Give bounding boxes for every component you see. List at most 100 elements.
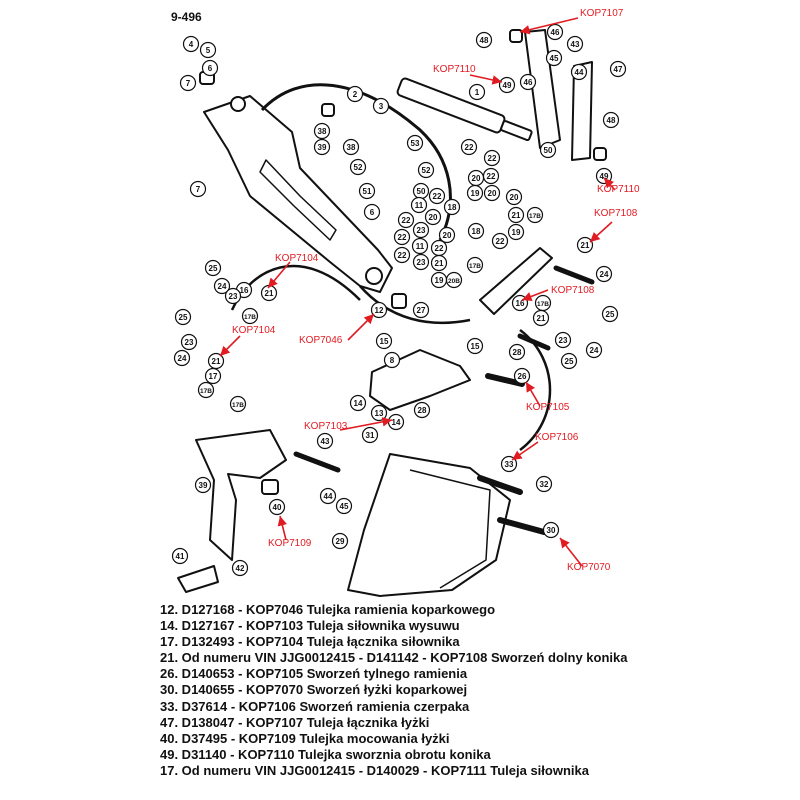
annotation-arrow — [559, 537, 583, 567]
callout-number: 20 — [429, 213, 438, 222]
callout-circle — [372, 97, 390, 115]
callout-number: 18 — [448, 203, 457, 212]
callout-number: 11 — [415, 201, 424, 210]
part-code-label: KOP7108 — [551, 285, 595, 296]
part-callout: 17B — [229, 395, 247, 413]
part-code-annotations: KOP7107KOP7110KOP7110KOP7108KOP7108KOP71… — [219, 8, 640, 573]
callout-number: 6 — [370, 208, 375, 217]
callout-number: 24 — [178, 354, 187, 363]
part-callout: 23 — [412, 221, 430, 239]
callout-circle — [335, 497, 353, 515]
annotation-arrow — [347, 313, 375, 341]
annotation-arrow — [511, 441, 539, 461]
callout-circle — [411, 237, 429, 255]
part-callout: 20 — [505, 188, 523, 206]
pin — [553, 265, 595, 285]
callout-circle — [412, 301, 430, 319]
annotation-arrow — [219, 335, 241, 357]
part-code-label: KOP7104 — [232, 325, 276, 336]
annotation-arrow — [267, 261, 291, 289]
callout-circle — [507, 206, 525, 224]
callout-circle — [173, 349, 191, 367]
annotation-arrow — [277, 515, 287, 541]
callout-number: 14 — [392, 418, 401, 427]
parts-drawing — [177, 29, 607, 597]
callout-number: 24 — [218, 282, 227, 291]
part-callout: 21 — [507, 206, 525, 224]
callout-circle — [585, 341, 603, 359]
callout-circle — [443, 198, 461, 216]
callout-number: 45 — [550, 54, 559, 63]
part-callout: 44 — [319, 487, 337, 505]
part-callout: 15 — [466, 337, 484, 355]
callout-number: 13 — [375, 409, 384, 418]
callout-circle — [498, 76, 516, 94]
callout-number: 15 — [471, 342, 480, 351]
part-callout: 48 — [475, 31, 493, 49]
callout-number: 40 — [273, 503, 282, 512]
callout-circle — [609, 60, 627, 78]
callout-number: 8 — [390, 356, 395, 365]
callout-circle — [466, 184, 484, 202]
callout-circle — [513, 367, 531, 385]
callout-circle — [397, 211, 415, 229]
part-callout: 20 — [467, 169, 485, 187]
parts-legend: 12. D127168 - KOP7046 Tulejka ramienia k… — [160, 602, 780, 779]
callout-number: 25 — [565, 357, 574, 366]
callout-number: 19 — [471, 189, 480, 198]
part-callout: 20 — [483, 184, 501, 202]
part-callout: 52 — [349, 158, 367, 176]
callout-number: 50 — [417, 187, 426, 196]
part-code-label: KOP7110 — [433, 64, 476, 75]
part-callout: 12 — [370, 301, 388, 319]
part-callout: 21 — [260, 284, 278, 302]
callout-number: 22 — [398, 251, 407, 260]
part-callout: 15 — [375, 332, 393, 350]
callout-number: 45 — [340, 502, 349, 511]
callout-circle — [199, 41, 217, 59]
part-callout: 17B — [534, 294, 552, 312]
legend-line: 17. D132493 - KOP7104 Tuleja łącznika si… — [160, 634, 460, 650]
callout-number: 6 — [208, 64, 213, 73]
callout-number: 21 — [435, 259, 444, 268]
part-callout: 52 — [417, 161, 435, 179]
callout-number: 19 — [435, 276, 444, 285]
callout-number: 39 — [199, 481, 208, 490]
callout-circle — [410, 196, 428, 214]
callout-number: 23 — [417, 226, 426, 235]
part-callout: 22 — [430, 239, 448, 257]
callout-number: 20 — [443, 231, 452, 240]
part-callout: 30 — [542, 521, 560, 539]
part-callout: 17B — [241, 307, 259, 325]
callout-number: 17B — [529, 213, 541, 220]
callout-number: 20 — [488, 189, 497, 198]
part-callout: 17B — [197, 381, 215, 399]
callout-circle — [194, 476, 212, 494]
part-callout: 43 — [316, 432, 334, 450]
part-callout: 49 — [498, 76, 516, 94]
callout-circle — [430, 254, 448, 272]
part-callout: 25 — [174, 308, 192, 326]
callout-number: 42 — [236, 564, 245, 573]
part-callout: 50 — [412, 182, 430, 200]
callout-number: 52 — [422, 166, 431, 175]
part-callout: 21 — [207, 352, 225, 370]
part-code-label: KOP7070 — [567, 562, 611, 573]
part-callout: 51 — [358, 182, 376, 200]
callout-circle — [546, 23, 564, 41]
part-callout: 2 — [346, 85, 364, 103]
callout-circle — [532, 309, 550, 327]
part-callout: 19 — [466, 184, 484, 202]
part-callout: 38 — [313, 122, 331, 140]
callout-circle — [241, 307, 259, 325]
callout-circle — [542, 521, 560, 539]
callout-circle — [570, 63, 588, 81]
callout-circle — [316, 432, 334, 450]
callout-circle — [428, 187, 446, 205]
part-callout: 21 — [430, 254, 448, 272]
callout-number: 22 — [435, 244, 444, 253]
part-callout: 20 — [438, 226, 456, 244]
callout-number: 20 — [472, 174, 481, 183]
part-callout: 6 — [201, 59, 219, 77]
